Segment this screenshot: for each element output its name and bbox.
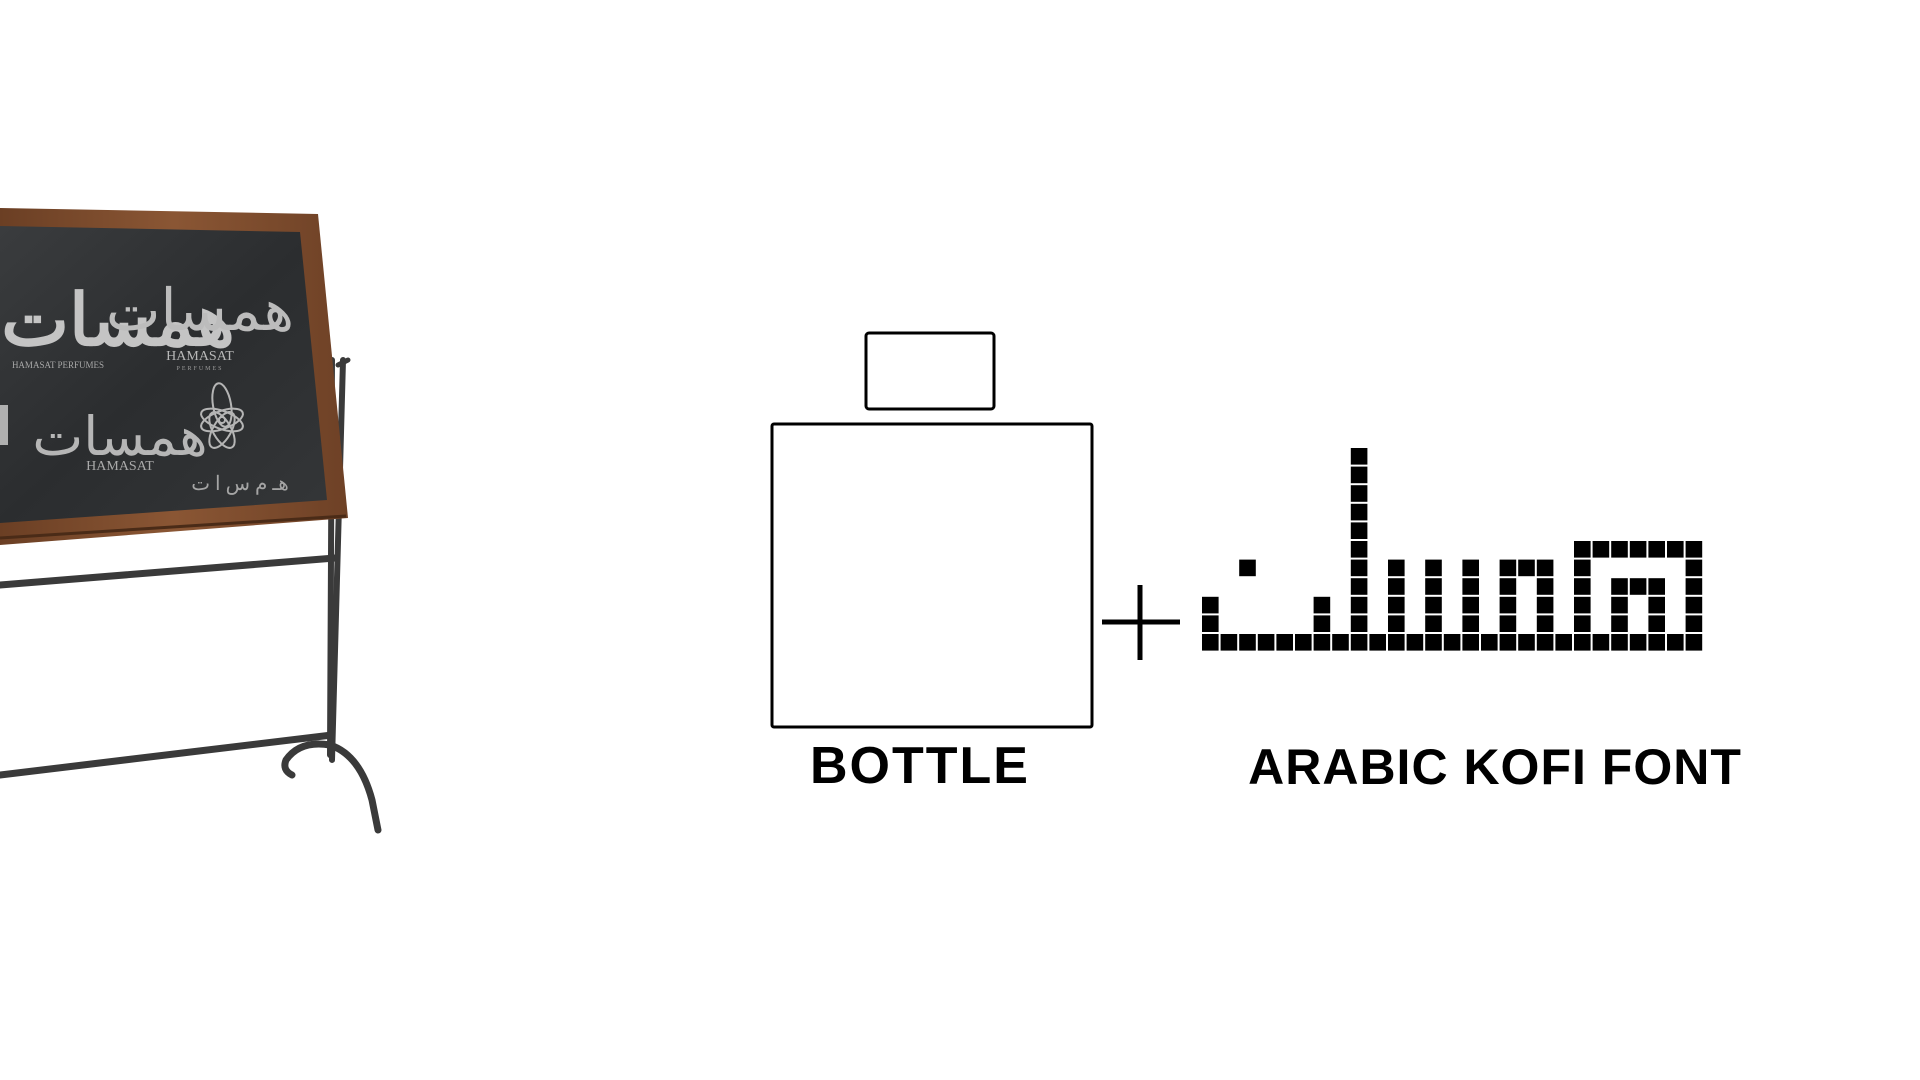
chalk-logo-arabic-1: همسات [1,281,235,361]
chalk-logo-latin-1-sub: PERFUMES [176,366,223,372]
chalk-logo-latin-3: HAMASAT PERFUMES [12,360,104,370]
chalk-logo-arabic-4: هـ م س ا ت [191,473,289,495]
chalk-logos: همسات HAMASAT PERFUMES همسات HAMASAT PER… [0,278,294,495]
flower-icon [200,382,244,449]
chalk-logo-arabic-3: همسات [32,407,207,467]
chalkboard-surface [0,226,327,523]
chalk-logo-latin-2: HAMASAT [86,459,154,474]
chalk-logo-latin-1: HAMASAT [166,349,234,364]
chalk-logo-arabic-2: همسات [106,278,294,343]
bottle-label: BOTTLE [810,737,1030,795]
arabic-kofi-font-label: ARABIC KOFI FONT [1248,739,1742,795]
stand [0,357,382,834]
